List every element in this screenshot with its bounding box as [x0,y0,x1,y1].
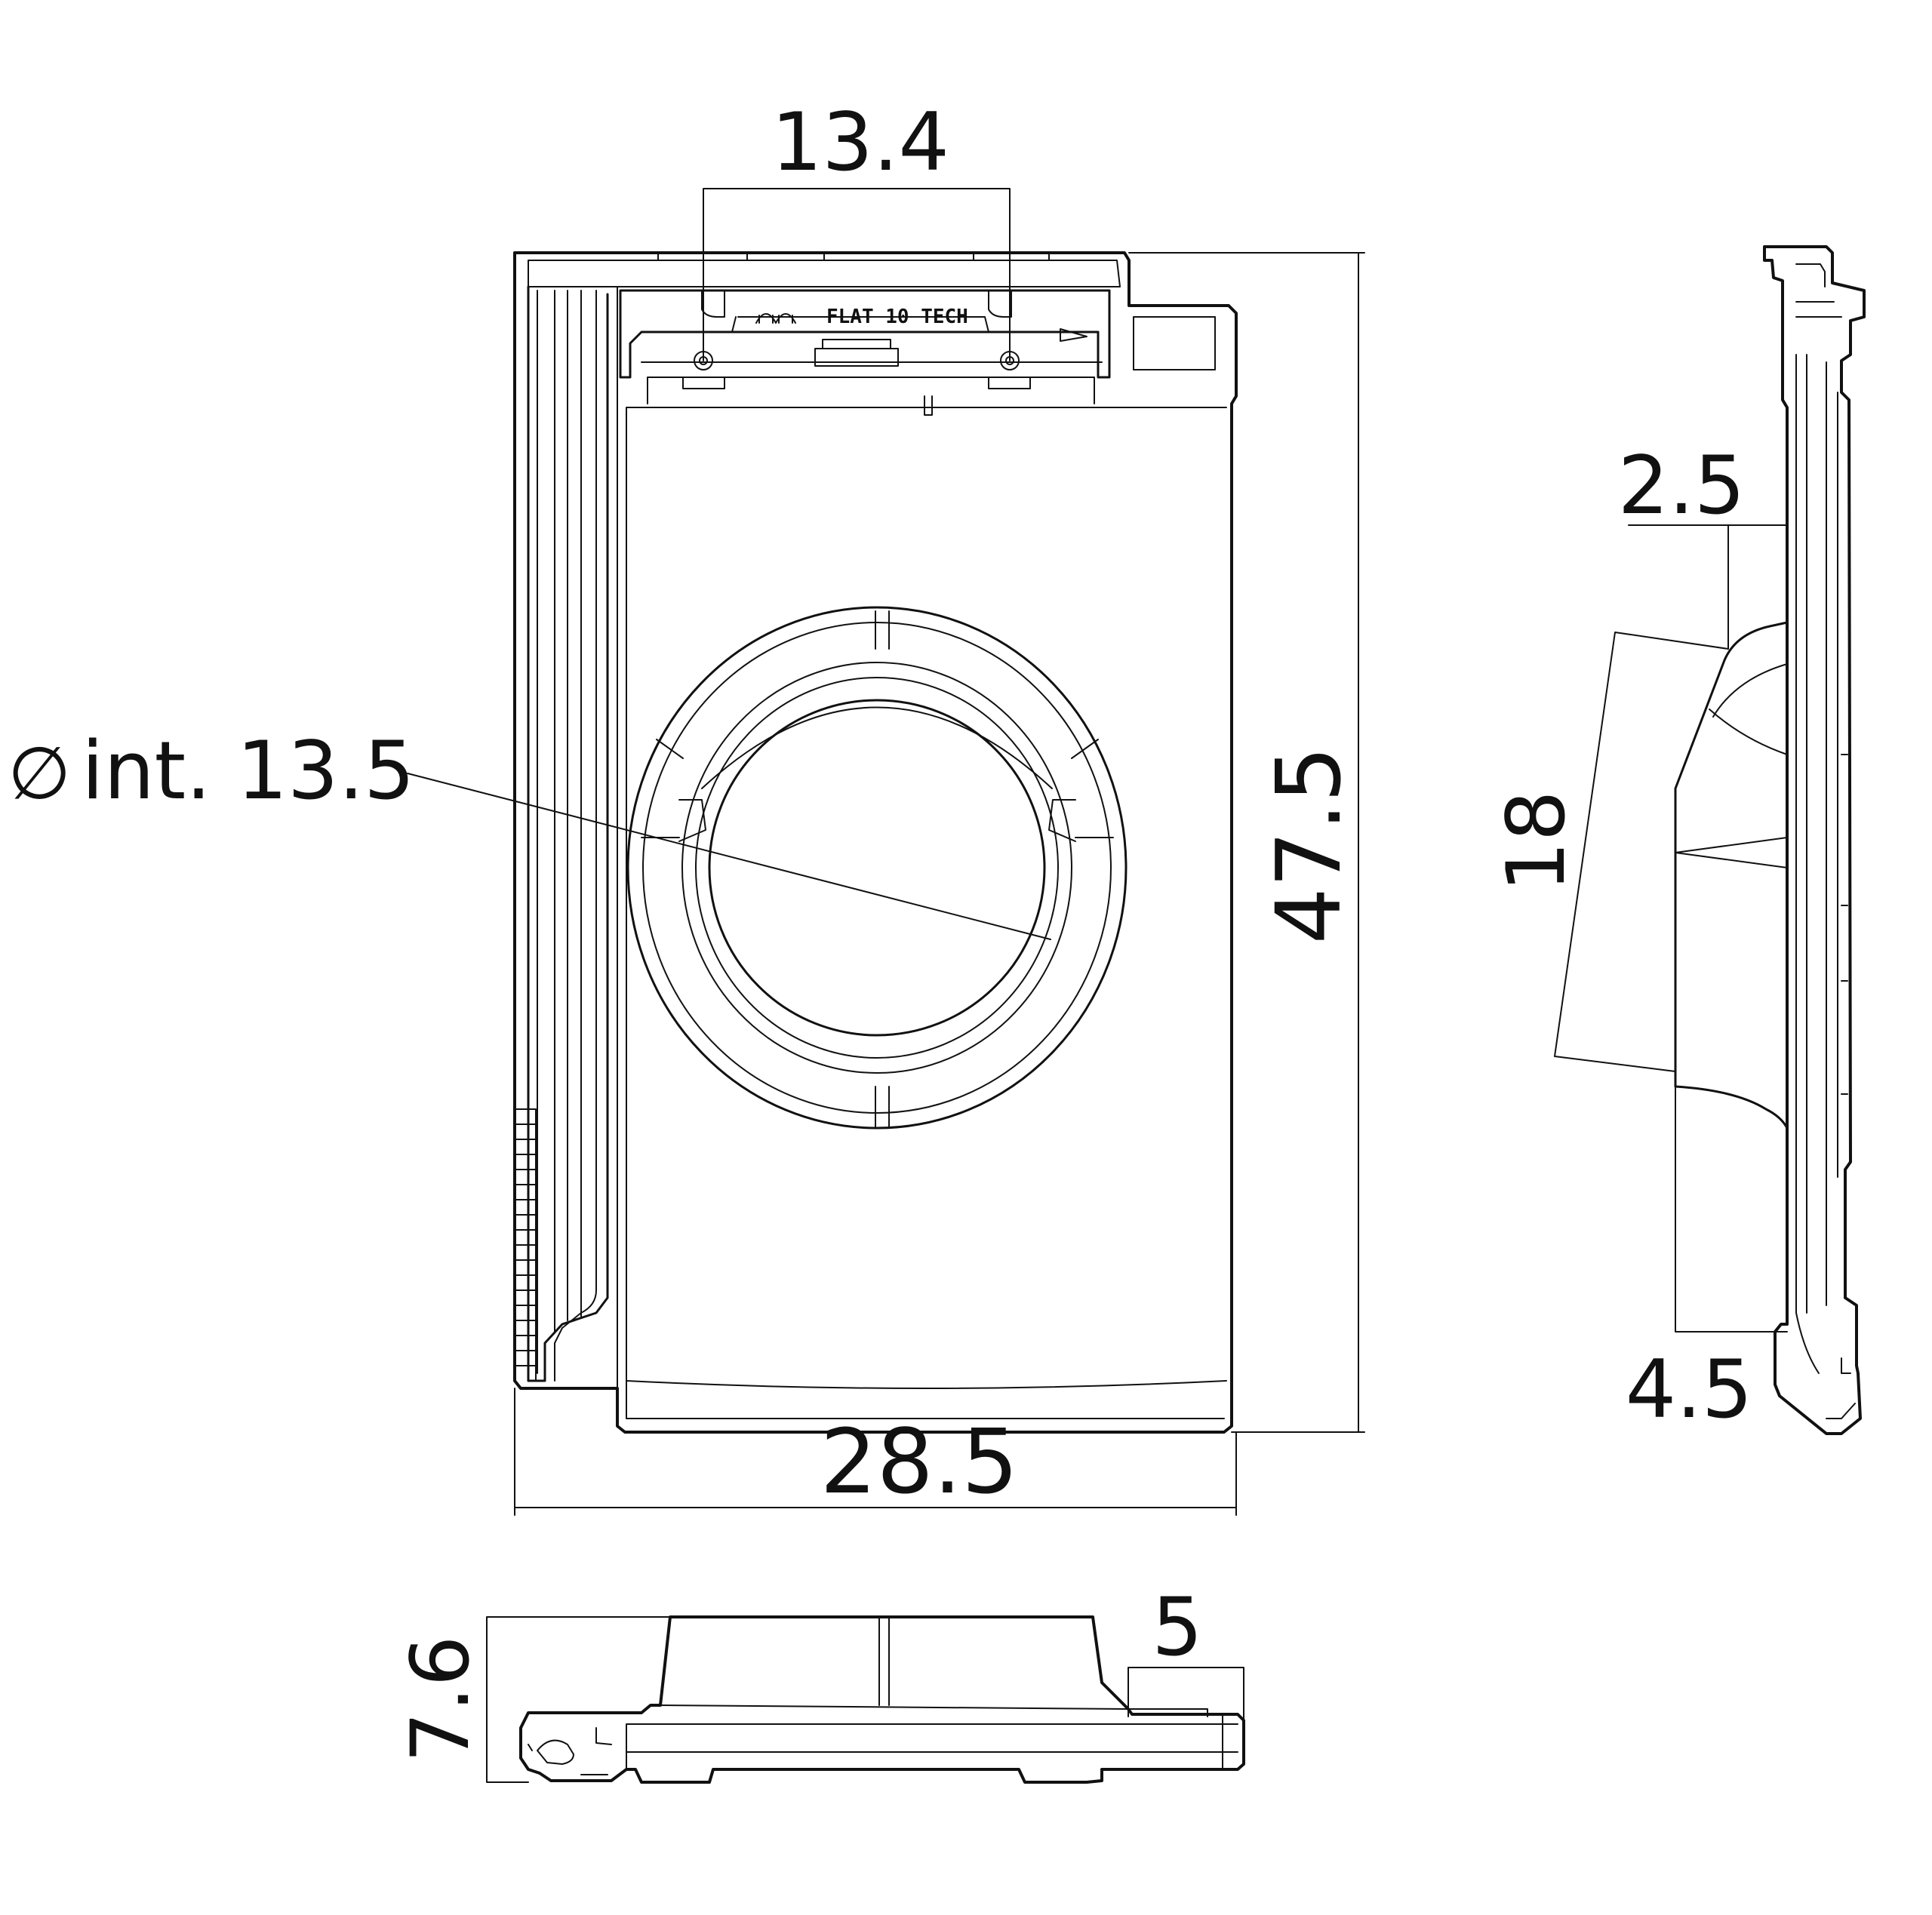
dim-bottom-step-label: 5 [1152,1581,1202,1674]
dim-inner-diameter: ∅ int. 13.5 [8,724,1051,940]
dim-height: 47.5 [1128,252,1365,1433]
dim-side-length-label: 18 [1490,791,1583,893]
dim-top-width: 13.4 [703,96,1011,361]
front-view: FLAT 10 TECH [513,251,1238,1434]
side-view [1674,245,1866,1435]
left-channel [527,285,609,1382]
end-view [519,1615,1245,1784]
tile-outline [513,251,1238,1434]
dim-height-label: 47.5 [1257,746,1361,945]
dim-top-width-label: 13.4 [771,96,949,189]
side-collar [1674,621,1789,1130]
edge-serration [514,1108,537,1382]
flue-opening [708,699,1046,1037]
dim-side-bottom-offset-label: 4.5 [1626,1343,1753,1436]
dim-width-label: 28.5 [820,1409,1019,1514]
dim-bottom-height: 7.6 [394,1616,671,1783]
hook-block [619,289,1111,379]
brand-text: FLAT 10 TECH [826,306,968,328]
double-arch-logo-icon [755,313,796,324]
dim-bottom-height-label: 7.6 [394,1636,487,1763]
dim-side-top-offset: 2.5 [1618,439,1788,650]
end-profile-outline [519,1615,1245,1784]
dim-inner-diameter-label: int. 13.5 [82,724,415,817]
dim-width: 28.5 [514,1388,1237,1516]
dim-diameter-symbol: ∅ [8,731,71,816]
side-profile-outline [1763,245,1866,1435]
brand-plate: FLAT 10 TECH [755,306,968,328]
dim-side-length: 18 [1490,632,1729,1072]
dim-side-top-offset-label: 2.5 [1618,439,1746,532]
dim-side-bottom-offset: 4.5 [1626,1086,1788,1436]
dim-bottom-step: 5 [1128,1581,1244,1729]
flue-collar [626,606,1128,1130]
